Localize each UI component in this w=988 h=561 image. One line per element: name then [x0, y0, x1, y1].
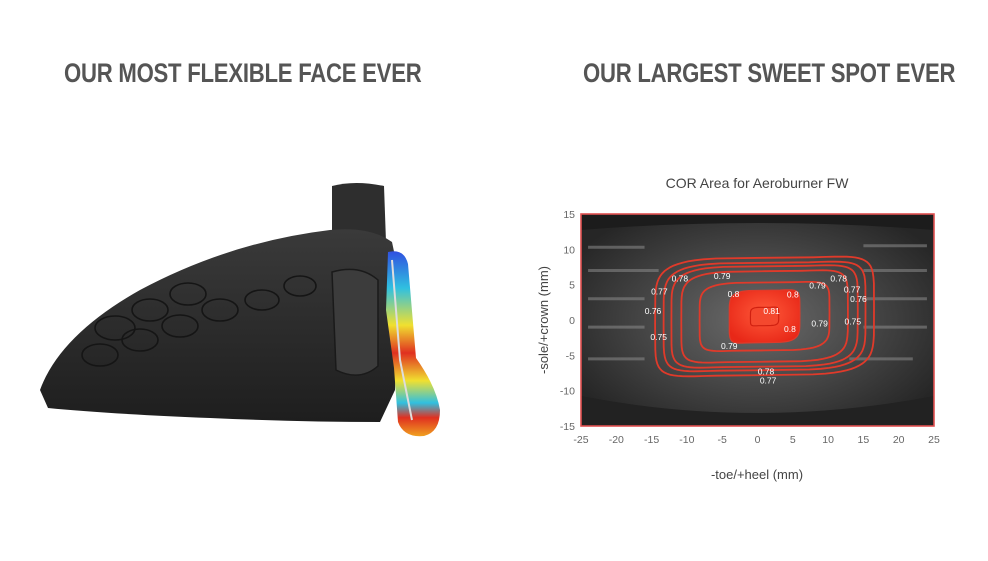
contour-label: 0.75: [845, 316, 862, 326]
contour-label: 0.8: [787, 290, 799, 300]
club-face-heatmap: [386, 251, 440, 437]
headline-sweet-spot: OUR LARGEST SWEET SPOT EVER: [583, 58, 956, 88]
contour-label: 0.76: [645, 306, 662, 316]
plot-stripes: [588, 244, 927, 361]
y-axis-title: -sole/+crown (mm): [536, 266, 551, 374]
x-tick-label: 0: [755, 434, 761, 446]
contour-label: 0.79: [721, 341, 738, 351]
contour-label: 0.77: [651, 287, 668, 297]
contour-label: 0.77: [844, 285, 861, 295]
club-sole-ovals: [81, 275, 317, 367]
contour-label: 0.79: [809, 280, 826, 290]
contour-label: 0.8: [728, 289, 740, 299]
x-tick-label: 25: [928, 434, 940, 446]
plot-area: 0.750.750.760.760.770.770.770.780.780.78…: [580, 213, 935, 427]
contour-label: 0.81: [763, 306, 780, 316]
club-hosel: [332, 183, 386, 244]
contour-0.78: [680, 269, 849, 364]
y-tick-labels: 15 10 5 0 -5 -10 -15: [560, 209, 575, 433]
club-cavity: [331, 268, 379, 376]
x-tick-label: -15: [644, 434, 659, 446]
contour-0.77: [670, 264, 859, 369]
contour-0.79: [698, 281, 831, 352]
contour-label: 0.8: [784, 324, 796, 334]
club-face-edge: [391, 259, 413, 421]
x-tick-label: 15: [858, 434, 870, 446]
contour-label: 0.78: [672, 273, 689, 283]
x-tick-label: 20: [893, 434, 905, 446]
contour-0.75: [654, 255, 875, 378]
x-tick-labels: -25 -20 -15 -10 -5 0 5 10 15 20 25: [573, 434, 940, 446]
y-tick-label: -15: [560, 421, 575, 433]
x-tick-label: 5: [790, 434, 796, 446]
y-tick-label: 15: [563, 209, 575, 221]
contour-label: 0.78: [830, 273, 847, 283]
plot-top-band: [581, 214, 934, 230]
contour-label: 0.77: [760, 376, 777, 386]
y-tick-label: 10: [563, 244, 575, 256]
contour-label: 0.76: [850, 294, 867, 304]
contour-label: 0.78: [758, 367, 775, 377]
y-tick-label: -5: [566, 350, 575, 362]
contour-0.81: [749, 306, 780, 327]
contour-0.76: [662, 260, 867, 373]
y-tick-label: 0: [569, 315, 575, 327]
cor-chart: COR Area for Aeroburner FW 0.750.750.760…: [536, 175, 940, 482]
chart-title: COR Area for Aeroburner FW: [666, 175, 850, 191]
y-tick-label: -10: [560, 386, 575, 398]
contour-label: 0.79: [714, 271, 731, 281]
headline-flexible-face: OUR MOST FLEXIBLE FACE EVER: [64, 58, 422, 88]
x-tick-label: 10: [822, 434, 834, 446]
x-tick-label: -5: [718, 434, 727, 446]
plot-frame: [580, 213, 935, 427]
plot-bottom-band: [581, 396, 934, 426]
contours: 0.750.750.760.760.770.770.770.780.780.78…: [645, 255, 875, 386]
contour-label: 0.75: [650, 332, 667, 342]
y-tick-label: 5: [569, 280, 575, 292]
x-tick-label: -20: [609, 434, 624, 446]
x-axis-title: -toe/+heel (mm): [711, 467, 803, 482]
x-tick-label: -10: [679, 434, 694, 446]
x-tick-label: -25: [573, 434, 588, 446]
club-head-illustration: [40, 183, 440, 437]
contour-label: 0.79: [811, 318, 828, 328]
